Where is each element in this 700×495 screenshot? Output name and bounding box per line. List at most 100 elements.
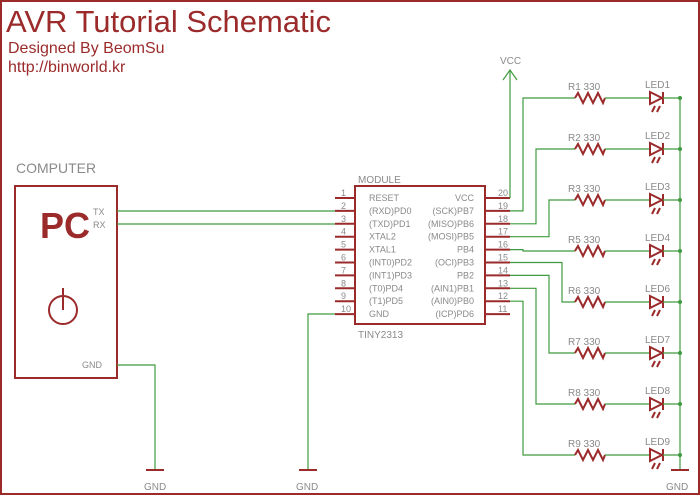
tx-label: TX	[93, 207, 105, 217]
module-left-pin-name: (TXD)PD1	[369, 219, 411, 229]
module-right-pin-number: 15	[498, 253, 508, 263]
led-emission-arrow-icon	[651, 207, 656, 215]
module-left-pin-number: 3	[341, 214, 346, 224]
led-rows: R1 330 LED1 R2 330 LED2 R3 330 LED3 R5 330 LED4…	[510, 80, 682, 470]
led-emission-arrow-icon	[651, 462, 656, 470]
resistor-label: R7 330	[568, 337, 601, 348]
resistor-label: R2 330	[568, 133, 601, 144]
module-left-pin-number: 10	[341, 304, 351, 314]
module-left-pin-name: XTAL1	[369, 245, 396, 255]
led-label: LED3	[645, 182, 670, 193]
module-right-pin-name: (SCK)PB7	[432, 206, 474, 216]
wire-module-gnd	[307, 313, 335, 470]
module-right-pin-name: (AIN0)PB0	[431, 296, 474, 306]
module-right-pin-name: (ICP)PD6	[435, 309, 474, 319]
module-chip	[354, 185, 486, 325]
led-label: LED2	[645, 131, 670, 142]
wire-led-row	[510, 199, 575, 238]
wire-led-row	[510, 274, 575, 354]
module-label: MODULE	[358, 175, 401, 186]
module-right-pin-number: 13	[498, 278, 508, 288]
resistor-label: R3 330	[568, 184, 601, 195]
module-right-pin-number: 19	[498, 201, 508, 211]
module-right-pin-number: 12	[498, 291, 508, 301]
resistor-icon	[574, 294, 606, 310]
module-left-pin-name: GND	[369, 309, 390, 319]
vcc-arrow-icon	[502, 68, 518, 81]
resistor-icon	[574, 447, 606, 463]
gnd-label-3: GND	[666, 482, 688, 493]
led-emission-arrow-icon	[651, 360, 656, 368]
website-url: http://binworld.kr	[8, 59, 126, 76]
module-part-label: TINY2313	[358, 330, 403, 341]
resistor-label: R6 330	[568, 286, 601, 297]
module-left-pin-name: (INT0)PD2	[369, 258, 412, 268]
wire-led-row	[510, 300, 575, 456]
resistor-label: R5 330	[568, 235, 601, 246]
module-left-pin-name: (RXD)PD0	[369, 206, 412, 216]
module-right-pin-number: 18	[498, 214, 508, 224]
led-diode-icon	[649, 141, 665, 157]
led-label: LED8	[645, 386, 670, 397]
module-left-pin-number: 5	[341, 240, 346, 250]
led-label: LED4	[645, 233, 670, 244]
resistor-icon	[574, 90, 606, 106]
led-emission-arrow-icon	[656, 411, 661, 419]
module-left-pin-name: XTAL2	[369, 232, 396, 242]
wire-computer-gnd	[117, 364, 156, 470]
module-left-pin-name: (T0)PD4	[369, 283, 403, 293]
module-left-pin-name: (T1)PD5	[369, 296, 403, 306]
resistor-icon	[574, 141, 606, 157]
led-label: LED7	[645, 335, 670, 346]
led-emission-arrow-icon	[656, 309, 661, 317]
rx-label: RX	[93, 220, 106, 230]
module-right-pin-number: 17	[498, 227, 508, 237]
module-left-pin-number: 2	[341, 201, 346, 211]
module-left-pin-number: 9	[341, 291, 346, 301]
module-right-pin-number: 14	[498, 265, 508, 275]
wire-led-row	[510, 148, 575, 225]
module-right-pin-name: (MISO)PB6	[428, 219, 474, 229]
led-diode-icon	[649, 294, 665, 310]
module-right-pin-name: PB4	[457, 245, 474, 255]
led-label: LED1	[645, 80, 670, 91]
module-right-pin-name: (AIN1)PB1	[431, 283, 474, 293]
led-emission-arrow-icon	[651, 156, 656, 164]
module-right-pin-number: 11	[498, 304, 507, 314]
led-label: LED6	[645, 284, 670, 295]
led-diode-icon	[649, 90, 665, 106]
resistor-icon	[574, 396, 606, 412]
led-emission-arrow-icon	[656, 207, 661, 215]
resistor-label: R1 330	[568, 82, 601, 93]
resistor-icon	[574, 192, 606, 208]
led-emission-arrow-icon	[651, 411, 656, 419]
module-left-pin-name: RESET	[369, 193, 400, 203]
resistor-label: R8 330	[568, 388, 601, 399]
led-emission-arrow-icon	[651, 105, 656, 113]
resistor-icon	[574, 345, 606, 361]
led-diode-icon	[649, 447, 665, 463]
designer-credit: Designed By BeomSu	[8, 40, 165, 57]
led-emission-arrow-icon	[656, 360, 661, 368]
gnd-label-1: GND	[144, 482, 166, 493]
module-right-pin-number: 16	[498, 240, 508, 250]
gnd-label-2: GND	[296, 482, 318, 493]
led-diode-icon	[649, 396, 665, 412]
led-diode-icon	[649, 243, 665, 259]
wire-led-row	[510, 261, 575, 303]
pc-label: PC	[40, 205, 90, 246]
module-right-pin-name: PB2	[457, 270, 474, 280]
module-left-pin-number: 1	[341, 188, 346, 198]
computer-label: COMPUTER	[16, 160, 96, 176]
module-left-pin-number: 7	[341, 265, 346, 275]
schematic-title: AVR Tutorial Schematic	[6, 4, 331, 39]
module-right-pin-name: VCC	[455, 193, 475, 203]
module-left-pin-number: 4	[341, 227, 346, 237]
led-diode-icon	[649, 192, 665, 208]
wire-led-row	[510, 287, 575, 405]
module-right-pin-number: 20	[498, 188, 508, 198]
